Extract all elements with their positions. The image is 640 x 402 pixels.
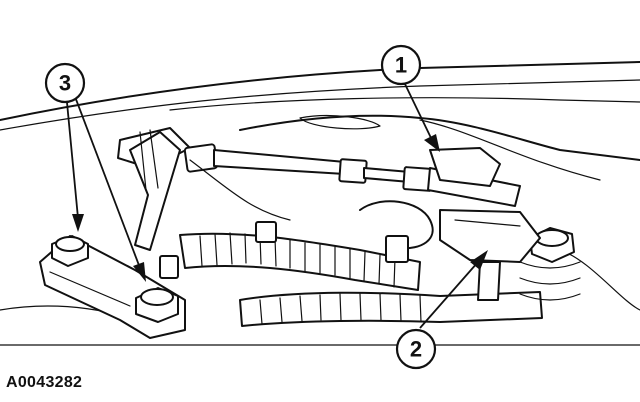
vehicle-body-outline (0, 61, 640, 346)
figure-id-label: A0043282 (6, 374, 83, 391)
callout-3-number: 3 (59, 71, 71, 96)
bolt-left (51, 235, 89, 267)
bolt-center (135, 255, 179, 323)
callout-2-number: 2 (410, 337, 422, 362)
bolt-right (519, 227, 581, 301)
callout-3: 3 (44, 62, 86, 104)
shift-cable (117, 127, 521, 251)
callout-2: 2 (395, 328, 437, 370)
linkage-arm (439, 209, 541, 301)
callout-1-number: 1 (395, 53, 407, 78)
callout-1: 1 (380, 44, 422, 86)
corrugated-hoses (179, 200, 543, 327)
leader-lines (65, 81, 488, 329)
connectors (255, 221, 409, 263)
